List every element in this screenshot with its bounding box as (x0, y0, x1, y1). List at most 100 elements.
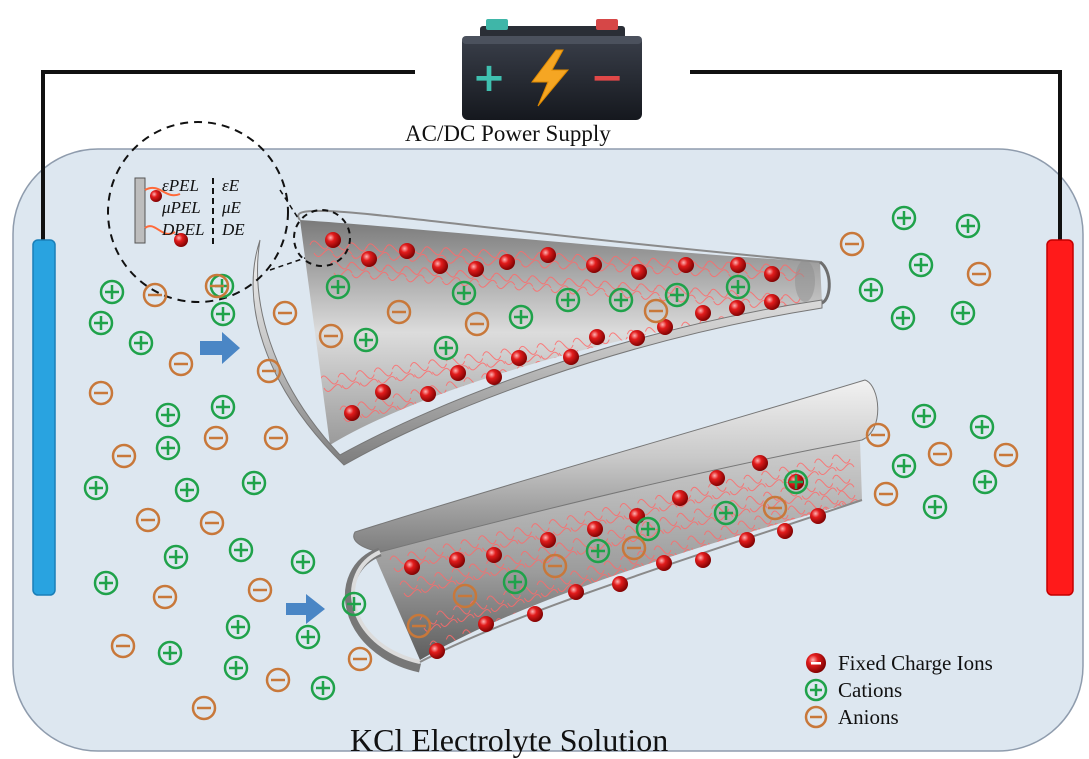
fixed-charge-ion-icon (729, 300, 745, 316)
anion-icon (256, 358, 282, 384)
inset-mobility-e: μE (222, 198, 241, 217)
anion-icon (873, 481, 899, 507)
battery-plus-sign: + (472, 55, 506, 101)
cation-icon (325, 274, 351, 300)
fixed-charge-ion-icon (540, 532, 556, 548)
fixed-charge-ion-icon (399, 243, 415, 259)
fixed-charge-ion-icon (511, 350, 527, 366)
cation-icon (858, 277, 884, 303)
left-wire (41, 70, 415, 245)
lightning-icon (531, 49, 570, 107)
cation-icon (502, 569, 528, 595)
cation-icon (290, 549, 316, 575)
fixed-charge-ion-icon (587, 521, 603, 537)
anion-icon (865, 422, 891, 448)
anion-icon (643, 298, 669, 324)
cation-icon (911, 403, 937, 429)
cation-icon (157, 640, 183, 666)
fixed-charge-ion-icon (404, 559, 420, 575)
legend-label: Anions (838, 704, 899, 729)
fixed-charge-ion-icon (657, 319, 673, 335)
fixed-charge-ion-icon (478, 616, 494, 632)
fixed-charge-ion-icon (589, 329, 605, 345)
fixed-charge-ion-icon (631, 264, 647, 280)
fixed-charge-ion-icon (486, 369, 502, 385)
cation-icon (341, 591, 367, 617)
cation-icon (99, 279, 125, 305)
fixed-charge-ion-icon (695, 552, 711, 568)
cation-icon (950, 300, 976, 326)
cation-icon (664, 282, 690, 308)
cation-icon (174, 477, 200, 503)
power-supply-label: AC/DC Power Supply (405, 121, 611, 146)
cation-icon (969, 414, 995, 440)
cation-icon (155, 402, 181, 428)
anion-icon (135, 507, 161, 533)
fixed-charge-ion-icon (752, 455, 768, 471)
inset-magnifier (107, 121, 351, 303)
fixed-charge-ion-icon (764, 294, 780, 310)
anion-icon (762, 495, 788, 521)
cation-icon (433, 335, 459, 361)
cation-icon (163, 544, 189, 570)
fixed-charge-ion-icon (810, 508, 826, 524)
cation-icon (88, 310, 114, 336)
fixed-charge-ion-icon (450, 365, 466, 381)
fixed-charge-ion-icon (486, 547, 502, 563)
legend-label: Fixed Charge Ions (838, 650, 993, 675)
anion-icon (204, 273, 230, 299)
fixed-charge-ion-icon (806, 653, 826, 673)
anion-icon (203, 425, 229, 451)
cation-icon (225, 614, 251, 640)
cation-icon (891, 453, 917, 479)
fixed-charge-ion-icon (375, 384, 391, 400)
fixed-charge-ion-icon (739, 532, 755, 548)
anode-electrode (1046, 239, 1074, 596)
cation-icon (608, 287, 634, 313)
inset-permittivity-e: εE (222, 176, 240, 195)
fixed-charge-ion-icon (695, 305, 711, 321)
anion-icon (927, 441, 953, 467)
cation-icon (508, 304, 534, 330)
legend-label: Cations (838, 677, 903, 702)
cation-icon (93, 570, 119, 596)
anion-icon (452, 583, 478, 609)
fixed-charge-ion-icon (629, 508, 645, 524)
fixed-charge-ion-icon (527, 606, 543, 622)
inset-diffusivity-e: DE (222, 220, 245, 239)
fixed-charge-ion-icon (568, 584, 584, 600)
anion-icon (272, 300, 298, 326)
cation-icon (635, 516, 661, 542)
legend-item-cations: Cations (802, 677, 902, 703)
cation-icon (783, 469, 809, 495)
fixed-charge-ion-icon (499, 254, 515, 270)
cation-icon (891, 205, 917, 231)
anion-icon (542, 553, 568, 579)
fixed-charge-ion-icon (361, 251, 377, 267)
cation-icon (555, 287, 581, 313)
battery-icon: + − (462, 19, 642, 120)
cation-icon (210, 394, 236, 420)
anion-icon (839, 231, 865, 257)
anion-icon (152, 584, 178, 610)
anion-icon (111, 443, 137, 469)
anion-icon (318, 323, 344, 349)
cation-icon (353, 327, 379, 353)
fixed-charge-ion-icon (540, 247, 556, 263)
cation-icon (922, 494, 948, 520)
anion-icon (804, 705, 828, 729)
fixed-charge-ion-icon (672, 490, 688, 506)
right-wire (690, 70, 1062, 245)
fixed-charge-ion-icon (420, 386, 436, 402)
fixed-charge-ion-icon (325, 232, 341, 248)
anion-icon (265, 667, 291, 693)
cation-icon (210, 301, 236, 327)
cation-icon (228, 537, 254, 563)
fixed-charge-ion-icon (586, 257, 602, 273)
flow-arrow-icon (200, 332, 240, 364)
fixed-charge-ion-icon (612, 576, 628, 592)
anion-icon (191, 695, 217, 721)
fixed-charge-ion-icon (764, 266, 780, 282)
fixed-charge-ion-icon (629, 330, 645, 346)
